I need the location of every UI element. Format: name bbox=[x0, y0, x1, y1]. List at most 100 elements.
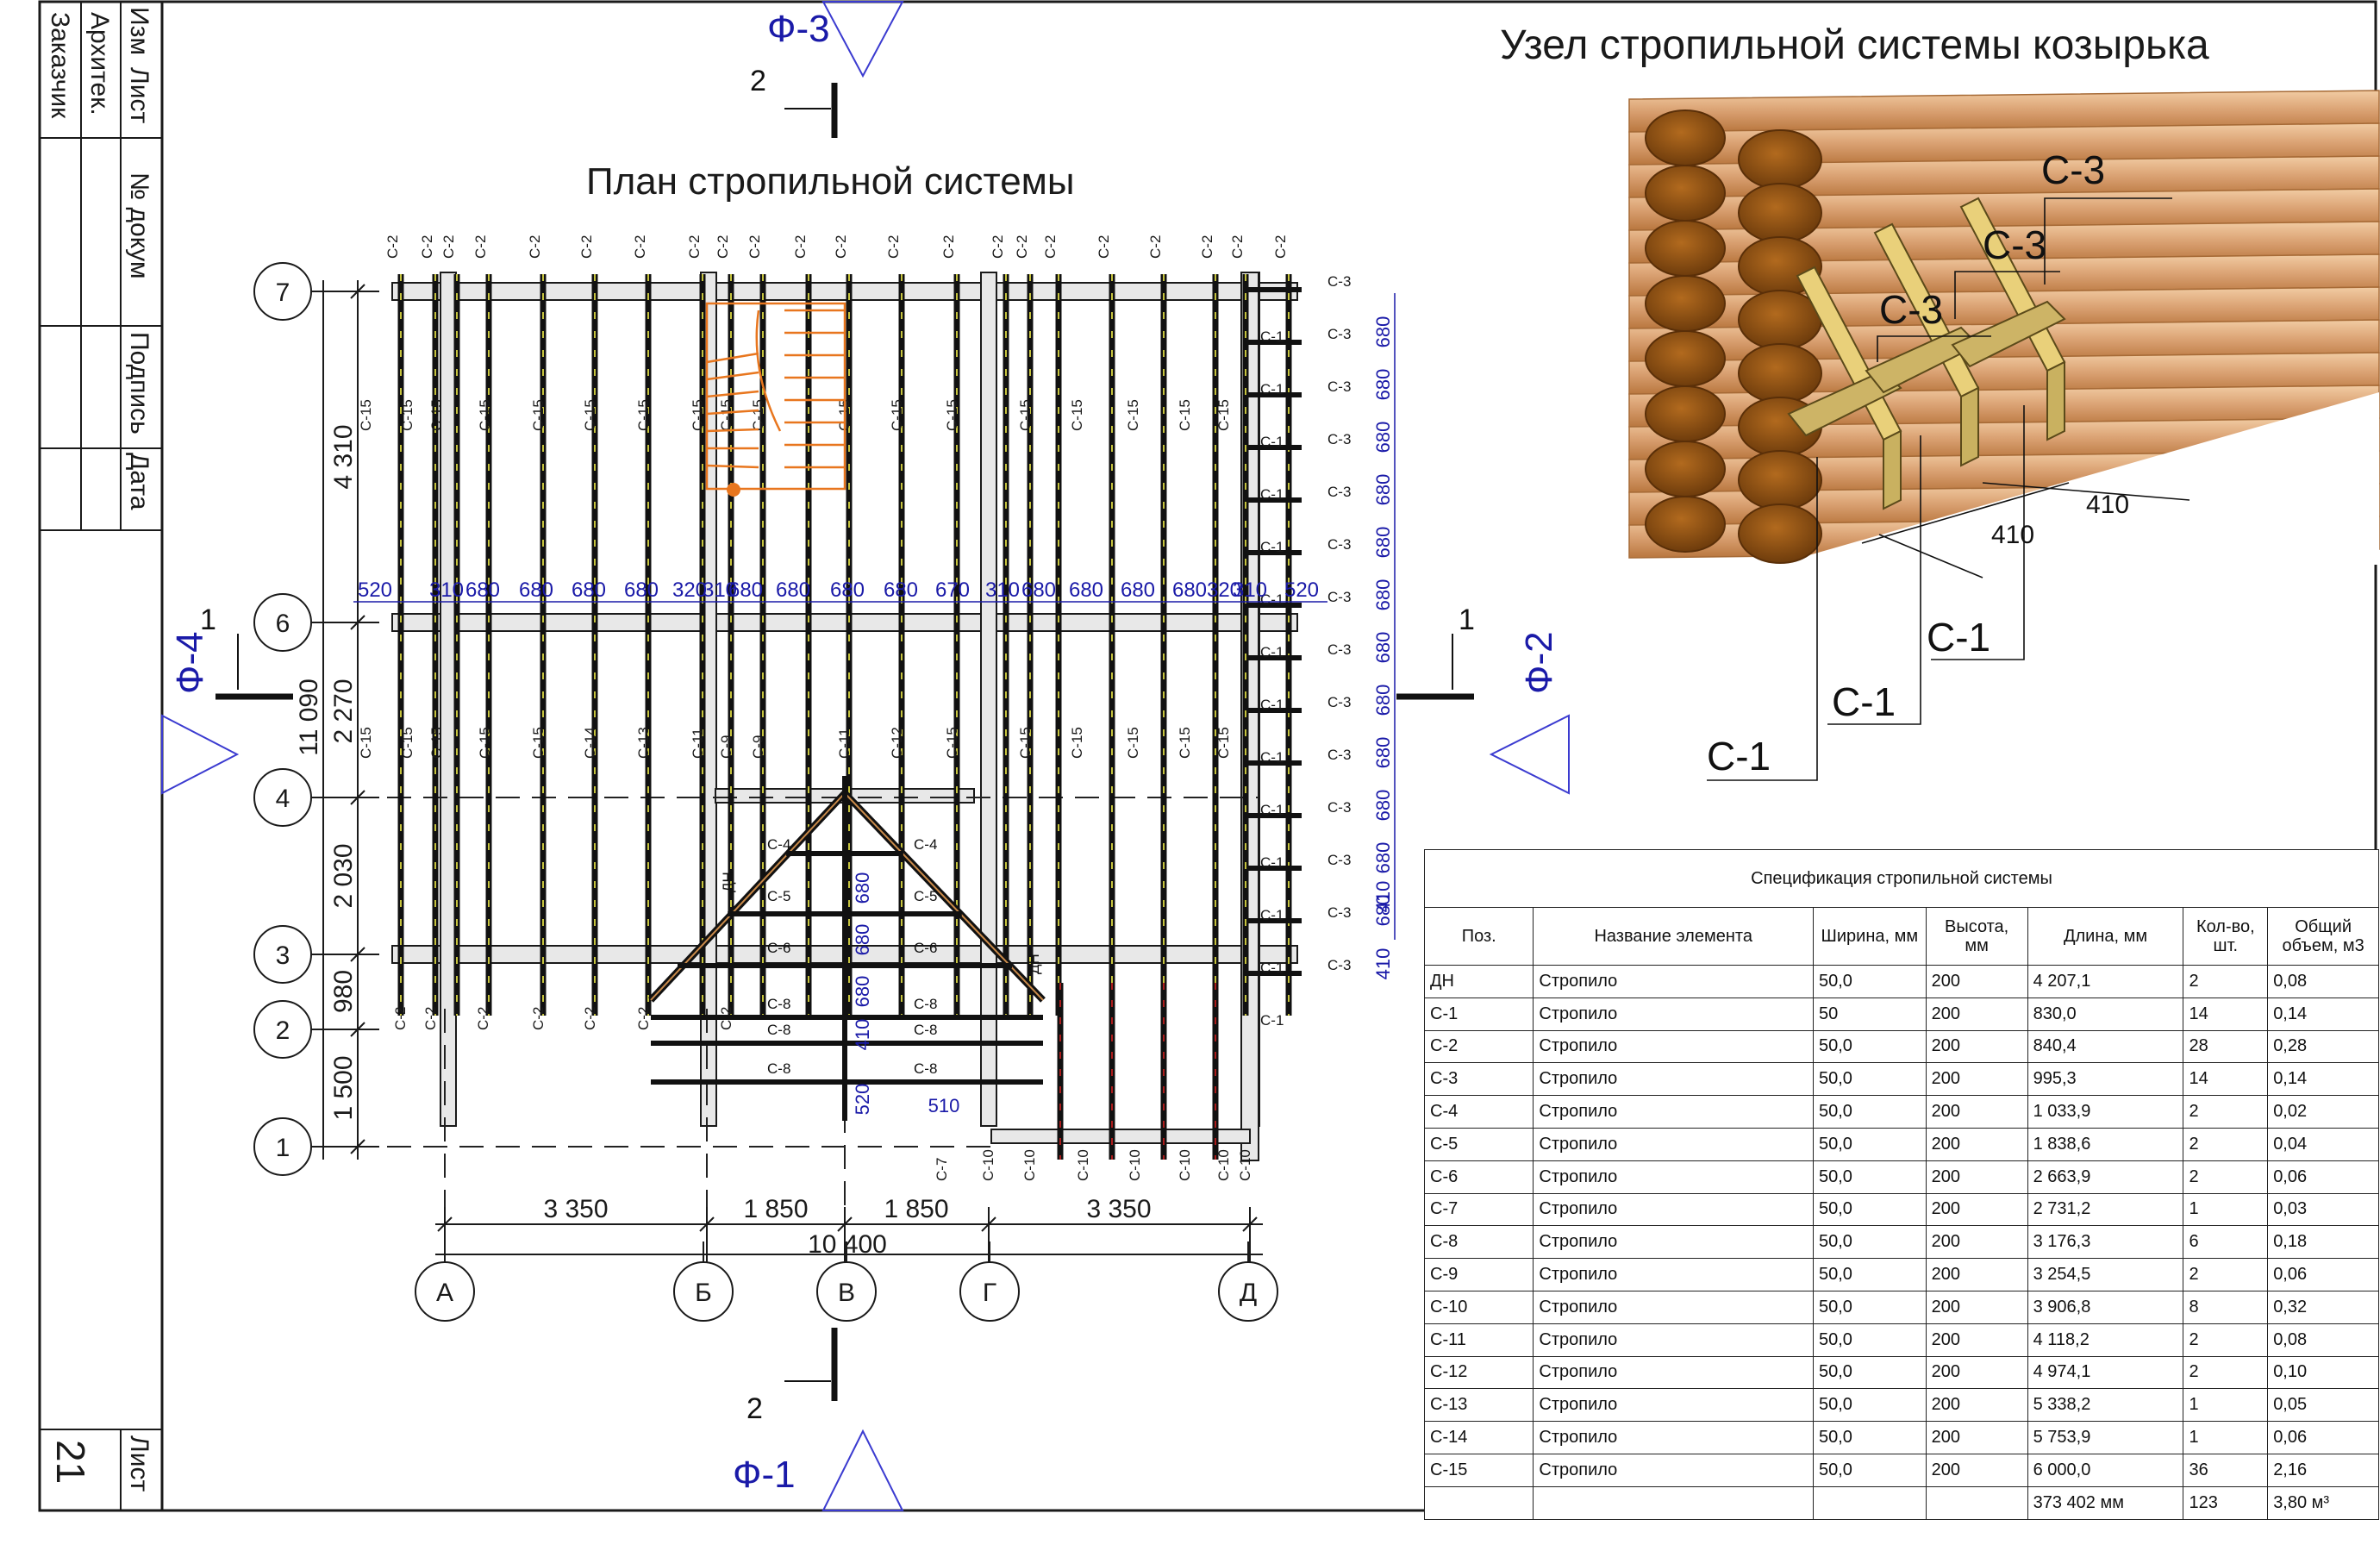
rafter-label-bottom: С-2 bbox=[635, 1007, 652, 1030]
log-end bbox=[1645, 496, 1726, 553]
spec-cell: Стропило bbox=[1533, 1127, 1814, 1161]
axis-number: 3 bbox=[276, 941, 290, 970]
axis-circle bbox=[253, 262, 312, 321]
dim-spacing: 310 bbox=[985, 578, 1020, 602]
spec-cell: С-7 bbox=[1423, 1192, 1534, 1227]
rafter-label-porch: С-10 bbox=[1215, 1149, 1232, 1181]
vertical-beam bbox=[980, 272, 997, 1127]
spec-cell: 3 906,8 bbox=[2027, 1290, 2184, 1324]
spec-cell: 50,0 bbox=[1812, 1388, 1927, 1423]
spec-cell: Стропило bbox=[1533, 1323, 1814, 1357]
spec-cell: 50,0 bbox=[1812, 1453, 1927, 1487]
spec-cell: 200 bbox=[1925, 997, 2028, 1031]
rafter-label-middle: С-9 bbox=[718, 735, 734, 759]
rafter-label-upper: С-15 bbox=[1125, 399, 1141, 431]
facade-triangle-left bbox=[161, 714, 240, 795]
spec-cell: С-11 bbox=[1423, 1323, 1534, 1357]
spec-cell bbox=[1925, 1485, 2028, 1520]
spec-cell: С-1 bbox=[1423, 997, 1534, 1031]
spec-cell: 50,0 bbox=[1812, 1029, 1927, 1064]
tb-izm: Изм bbox=[125, 7, 153, 55]
axis-circle bbox=[816, 1261, 877, 1322]
node-rafter-c1 bbox=[1951, 300, 2066, 368]
c3-label: С-3 bbox=[1327, 799, 1351, 816]
rafter-label-porch: С-10 bbox=[1021, 1149, 1038, 1181]
rafter-label-top: С-2 bbox=[1096, 235, 1112, 259]
plan-stairs bbox=[705, 302, 846, 497]
axis-letter: Б bbox=[695, 1279, 712, 1307]
c3-label: С-3 bbox=[1327, 641, 1351, 658]
gable-label: С-8 bbox=[914, 1060, 937, 1077]
c1-label: С-1 bbox=[1260, 907, 1284, 923]
section-bottom-no: 2 bbox=[746, 1392, 763, 1425]
spec-cell: 50,0 bbox=[1812, 1127, 1927, 1161]
spec-cell: 5 753,9 bbox=[2027, 1421, 2184, 1454]
rafter-label-middle: С-15 bbox=[1177, 727, 1193, 759]
spec-cell: Стропило bbox=[1533, 1290, 1814, 1324]
dim-left: 2 030 bbox=[329, 843, 358, 908]
spec-cell: С-2 bbox=[1423, 1029, 1534, 1064]
horizontal-beam bbox=[391, 613, 1298, 632]
spec-cell: 4 207,1 bbox=[2027, 965, 2184, 998]
node-dim-line bbox=[1982, 482, 2190, 501]
rafter-label-top: С-2 bbox=[527, 235, 543, 259]
spec-cell: Стропило bbox=[1533, 1453, 1814, 1487]
spec-cell: 200 bbox=[1925, 1192, 2028, 1227]
dim-spacing: 680 bbox=[465, 578, 500, 602]
dim-right: 680 bbox=[1372, 316, 1394, 348]
spec-cell: 200 bbox=[1925, 1258, 2028, 1291]
rafter-label-top: С-2 bbox=[472, 235, 489, 259]
c3-label: С-3 bbox=[1327, 378, 1351, 395]
leader-c3-a bbox=[1877, 335, 1991, 362]
facade-right: Ф-2 bbox=[1518, 631, 1560, 694]
axis-number: 1 bbox=[276, 1134, 290, 1162]
spec-cell: Стропило bbox=[1533, 1095, 1814, 1129]
spec-cell: 50,0 bbox=[1812, 1421, 1927, 1454]
spec-cell: 2 bbox=[2183, 965, 2269, 998]
leader-c3-c bbox=[2044, 197, 2172, 285]
tb-arch: Архитек. bbox=[85, 12, 114, 116]
node-title: Узел стропильной системы козырька bbox=[1500, 22, 2209, 68]
spec-cell: 200 bbox=[1925, 1323, 2028, 1357]
node-rafter-end bbox=[2046, 360, 2065, 441]
rafter-label-middle: С-15 bbox=[477, 727, 493, 759]
rafter-label-upper: С-15 bbox=[1177, 399, 1193, 431]
c3-label: С-3 bbox=[1327, 536, 1351, 553]
rafter-label-middle: С-15 bbox=[944, 727, 960, 759]
dim-right: 680 bbox=[1372, 737, 1394, 769]
c1-label: С-1 bbox=[1260, 749, 1284, 766]
rafter-label-top: С-2 bbox=[940, 235, 957, 259]
spec-header-cell: Поз. bbox=[1423, 907, 1534, 966]
axis-circle bbox=[1218, 1261, 1278, 1322]
dim-spacing: 680 bbox=[884, 578, 918, 602]
c1-label: С-1 bbox=[1260, 328, 1284, 345]
spec-cell: Стропило bbox=[1533, 1421, 1814, 1454]
spec-cell: 830,0 bbox=[2027, 997, 2184, 1031]
title-block-text: Изм Лист Архитек. Заказчик № докум Подпи… bbox=[46, 7, 153, 1492]
section-top-no: 2 bbox=[750, 65, 766, 97]
rafter-label-middle: С-14 bbox=[582, 727, 598, 759]
spec-cell: Стропило bbox=[1533, 1355, 1814, 1390]
c3-label: С-3 bbox=[1327, 747, 1351, 763]
rafter-label-top: С-2 bbox=[419, 235, 435, 259]
facade-triangle-bottom bbox=[821, 1429, 904, 1511]
c1-label: С-1 bbox=[1260, 960, 1284, 976]
log-end bbox=[1738, 343, 1822, 403]
dim-right: 680 bbox=[1372, 790, 1394, 822]
rafter-label-bottom: С-2 bbox=[582, 1007, 598, 1030]
dim-spacing: 680 bbox=[776, 578, 810, 602]
c1-label: С-1 bbox=[1260, 644, 1284, 660]
spec-cell: Стропило bbox=[1533, 997, 1814, 1031]
rafter-label-bottom: С-2 bbox=[422, 1007, 439, 1030]
stair-tread bbox=[706, 390, 759, 398]
rafter-label-porch: С-10 bbox=[1237, 1149, 1253, 1181]
spec-cell: 50,0 bbox=[1812, 1062, 1927, 1097]
dn-label-right: ДН bbox=[1026, 954, 1042, 974]
node-label-c3-3: С-3 bbox=[1879, 287, 1943, 332]
spec-cell: 0,08 bbox=[2267, 1323, 2379, 1357]
spec-cell: 200 bbox=[1925, 1453, 2028, 1487]
stair-tread bbox=[706, 352, 759, 364]
